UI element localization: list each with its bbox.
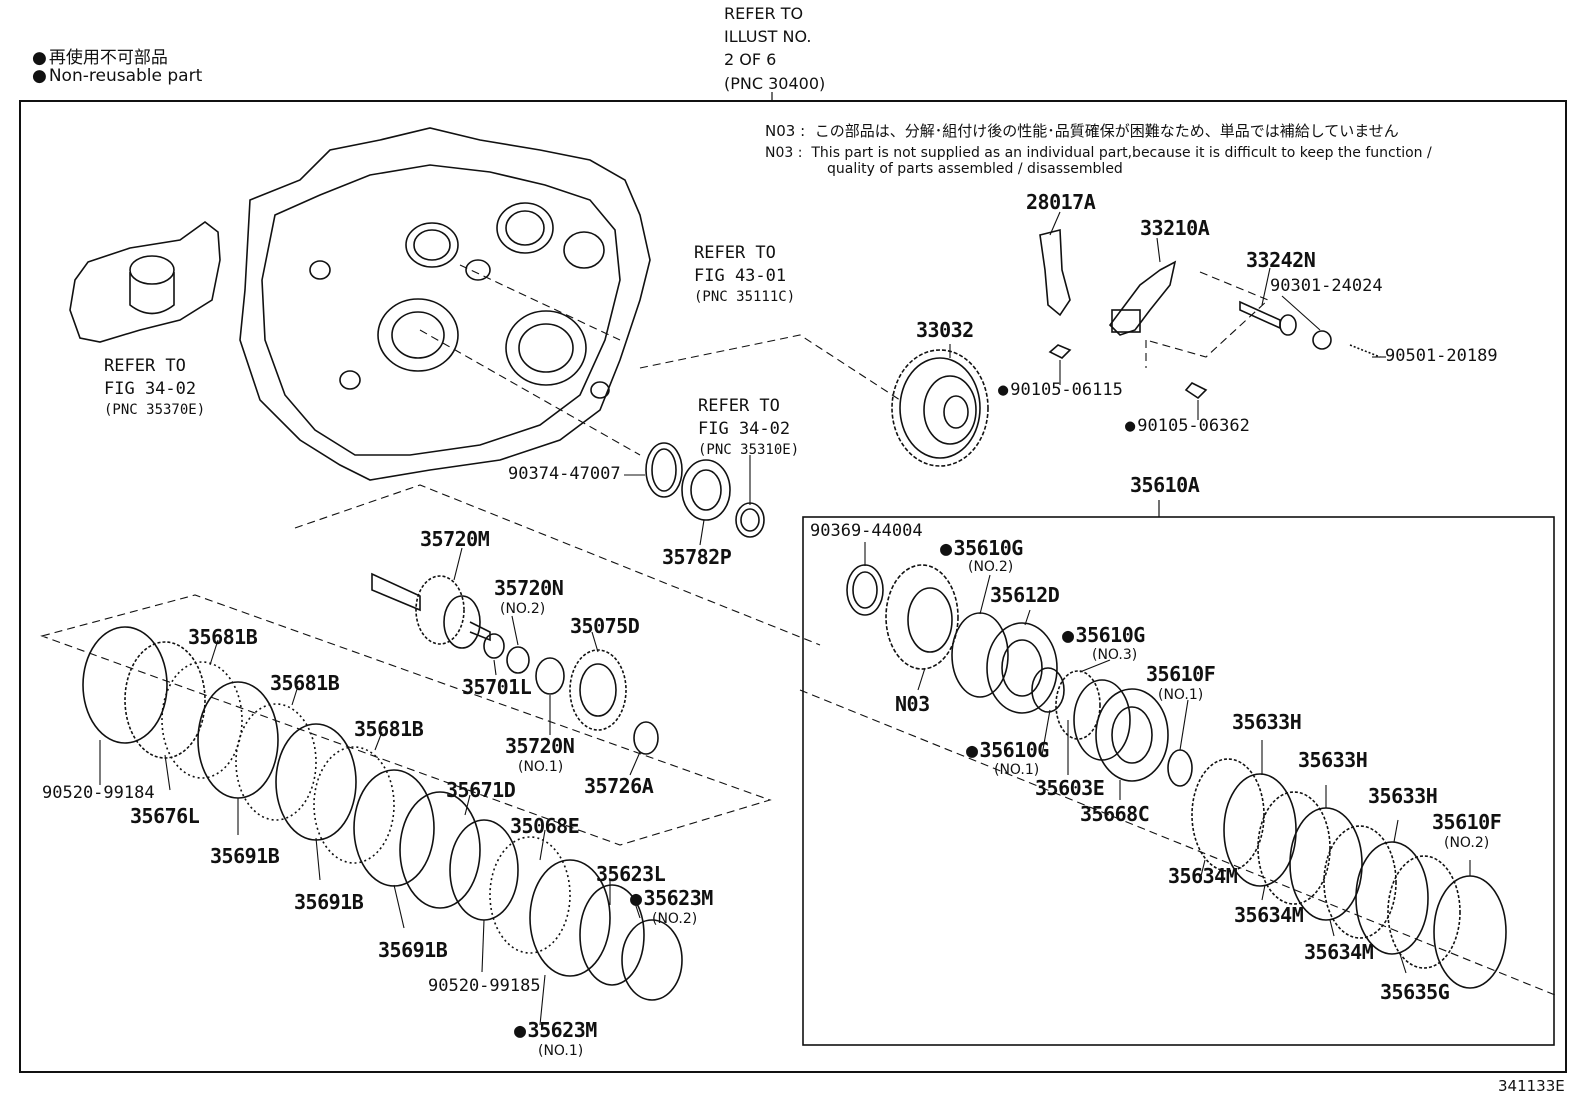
part-33210A[interactable]: 33210A [1140, 216, 1210, 240]
part-35635G[interactable]: 35635G [1380, 980, 1450, 1004]
ref-fig-34-02-a: REFER TO FIG 34-02 (PNC 35370E) [104, 356, 206, 418]
part-35610F-no1-sub: (NO.1) [1158, 687, 1204, 703]
output-shaft [371, 572, 659, 755]
main-frame [19, 100, 1567, 1073]
gear-33032 [891, 349, 989, 467]
top-ref: REFER TO ILLUST NO. 2 OF 6 (PNC 30400) [724, 4, 826, 93]
part-35634M-3[interactable]: 35634M [1304, 940, 1374, 964]
part-35610F-no1[interactable]: 35610F [1146, 662, 1216, 686]
part-35623M-no1[interactable]: 35623M [514, 1020, 598, 1040]
clutch-assembly-frame [802, 516, 1555, 1046]
part-35691B-3[interactable]: 35691B [378, 938, 448, 962]
part-90301-24024[interactable]: 90301-24024 [1270, 276, 1383, 296]
part-35612D[interactable]: 35612D [990, 583, 1060, 607]
part-35701L[interactable]: 35701L [462, 675, 532, 699]
part-35623M-no2-sub: (NO.2) [652, 911, 698, 927]
part-35610F-no2[interactable]: 35610F [1432, 810, 1502, 834]
part-35603E[interactable]: 35603E [1035, 776, 1105, 800]
part-35610G-no2-sub: (NO.2) [968, 559, 1014, 575]
part-35634M-2[interactable]: 35634M [1234, 903, 1304, 927]
part-35623M-no1-sub: (NO.1) [538, 1043, 584, 1059]
ref-fig-34-02-b: REFER TO FIG 34-02 (PNC 35310E) [698, 396, 800, 458]
part-35681B-2[interactable]: 35681B [270, 671, 340, 695]
part-35610G-no1[interactable]: 35610G [966, 740, 1050, 760]
clutch-assembly-parts [846, 564, 1193, 787]
part-35610G-no1-sub: (NO.1) [994, 762, 1040, 778]
part-90501-20189[interactable]: 90501-20189 [1385, 346, 1498, 366]
part-35691B-1[interactable]: 35691B [210, 844, 280, 868]
part-35633H-2[interactable]: 35633H [1298, 748, 1368, 772]
part-35720M[interactable]: 35720M [420, 527, 490, 551]
part-35610A[interactable]: 35610A [1130, 473, 1200, 497]
part-35720N-no1-sub: (NO.1) [518, 759, 564, 775]
part-35075D[interactable]: 35075D [570, 614, 640, 638]
transfer-bracket [69, 221, 221, 343]
figure-id: 341133E [1498, 1077, 1565, 1095]
part-35720N-no2-sub: (NO.2) [500, 601, 546, 617]
part-28017A[interactable]: 28017A [1026, 190, 1096, 214]
part-35634M-1[interactable]: 35634M [1168, 864, 1238, 888]
part-35720N-no1[interactable]: 35720N [505, 734, 575, 758]
bearing-group [645, 442, 765, 538]
part-35681B-1[interactable]: 35681B [188, 625, 258, 649]
part-35676L[interactable]: 35676L [130, 804, 200, 828]
part-35633H-1[interactable]: 35633H [1232, 710, 1302, 734]
part-N03[interactable]: N03 [895, 692, 930, 716]
transaxle-case [239, 127, 651, 481]
part-35610F-no2-sub: (NO.2) [1444, 835, 1490, 851]
part-35623M-no2[interactable]: 35623M [630, 888, 714, 908]
part-35610G-no2[interactable]: 35610G [940, 538, 1024, 558]
part-90374-47007[interactable]: 90374-47007 [508, 464, 621, 484]
part-35691B-2[interactable]: 35691B [294, 890, 364, 914]
legend-jp: 再使用不可部品 [32, 43, 168, 68]
part-90520-99184[interactable]: 90520-99184 [42, 783, 155, 803]
legend-en: Non-reusable part [32, 66, 202, 86]
part-35623L[interactable]: 35623L [596, 862, 666, 886]
part-35726A[interactable]: 35726A [584, 774, 654, 798]
part-35633H-3[interactable]: 35633H [1368, 784, 1438, 808]
ref-fig-43-01: REFER TO FIG 43-01 (PNC 35111C) [694, 243, 796, 305]
part-35610G-no3[interactable]: 35610G [1062, 625, 1146, 645]
part-35668C[interactable]: 35668C [1080, 802, 1150, 826]
part-35782P[interactable]: 35782P [662, 545, 732, 569]
part-35671D[interactable]: 35671D [446, 778, 516, 802]
part-35720N-no2[interactable]: 35720N [494, 576, 564, 600]
part-90105-06115[interactable]: 90105-06115 [998, 382, 1123, 399]
note-n03-en: N03 : This part is not supplied as an in… [765, 145, 1432, 178]
part-90520-99185[interactable]: 90520-99185 [428, 976, 541, 996]
note-n03-jp: N03 : この部品は、分解･組付け後の性能･品質確保が困難なため、単品では補給… [765, 122, 1399, 140]
part-35681B-3[interactable]: 35681B [354, 717, 424, 741]
part-35610G-no3-sub: (NO.3) [1092, 647, 1138, 663]
part-90369-44004[interactable]: 90369-44004 [810, 521, 923, 541]
part-33242N[interactable]: 33242N [1246, 248, 1316, 272]
shift-linkage [1039, 228, 1381, 400]
part-33032[interactable]: 33032 [916, 318, 974, 342]
part-35068E[interactable]: 35068E [510, 814, 580, 838]
part-90105-06362[interactable]: 90105-06362 [1125, 418, 1250, 435]
